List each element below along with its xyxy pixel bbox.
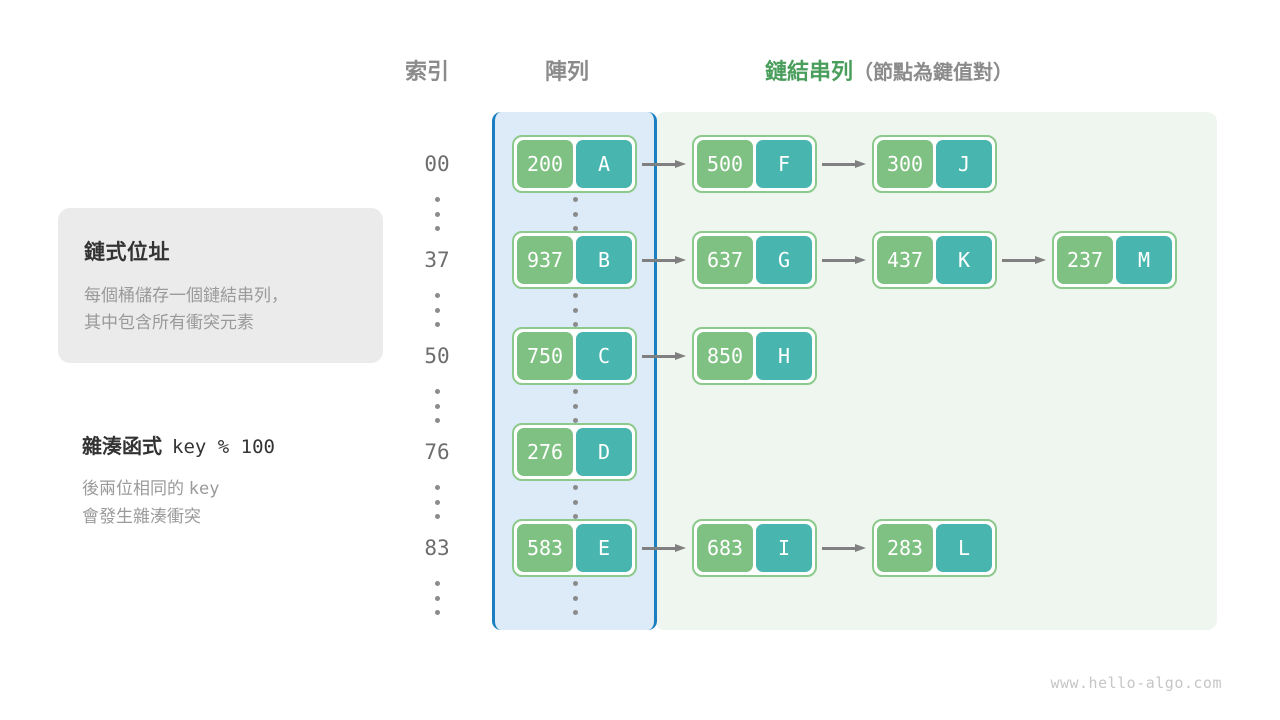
hash-function-block: 雜湊函式 key % 100 後兩位相同的 key 會發生雜湊衝突	[82, 430, 412, 531]
info-card-line-2: 其中包含所有衝突元素	[84, 313, 254, 333]
next-pointer-arrow	[642, 544, 686, 552]
hash-function-label: 雜湊函式	[82, 436, 162, 458]
node-value: F	[756, 140, 812, 188]
bucket-index-label: 37	[424, 248, 450, 272]
node-value: E	[576, 524, 632, 572]
bucket-index-label: 83	[424, 536, 450, 560]
node-value: L	[936, 524, 992, 572]
node-key: 200	[517, 140, 573, 188]
node-key: 283	[877, 524, 933, 572]
array-ellipsis-icon	[565, 389, 585, 423]
next-pointer-arrow	[822, 256, 866, 264]
node-key: 850	[697, 332, 753, 380]
node-value: I	[756, 524, 812, 572]
info-card: 鏈式位址 每個桶儲存一個鏈結串列， 其中包含所有衝突元素	[58, 208, 383, 363]
index-ellipsis-icon	[427, 485, 447, 519]
node-value: B	[576, 236, 632, 284]
next-pointer-arrow	[642, 352, 686, 360]
column-header-linked-list-main: 鏈結串列	[765, 59, 854, 84]
hash-function-note-line-2: 會發生雜湊衝突	[82, 507, 201, 527]
node-value: A	[576, 140, 632, 188]
node-value: G	[756, 236, 812, 284]
node-key: 683	[697, 524, 753, 572]
node-key: 437	[877, 236, 933, 284]
index-ellipsis-icon	[427, 581, 447, 615]
node-key: 583	[517, 524, 573, 572]
array-ellipsis-icon	[565, 485, 585, 519]
node-value: C	[576, 332, 632, 380]
next-pointer-arrow	[822, 544, 866, 552]
array-ellipsis-icon	[565, 197, 585, 231]
hash-function-note-line-1: 後兩位相同的 key	[82, 475, 412, 503]
column-header-linked-list-sub: （節點為鍵值對）	[853, 62, 1014, 84]
column-header-index: 索引	[405, 59, 450, 84]
bucket-index-label: 76	[424, 440, 450, 464]
hash-function-title: 雜湊函式 key % 100	[82, 430, 412, 459]
hash-note-prefix: 後兩位相同的	[82, 479, 189, 498]
bucket-index-label: 50	[424, 344, 450, 368]
array-ellipsis-icon	[565, 293, 585, 327]
info-card-body: 每個桶儲存一個鏈結串列， 其中包含所有衝突元素	[84, 282, 357, 336]
column-header-array: 陣列	[545, 59, 590, 84]
node-key: 300	[877, 140, 933, 188]
node-value: D	[576, 428, 632, 476]
next-pointer-arrow	[1002, 256, 1046, 264]
node-value: K	[936, 236, 992, 284]
array-ellipsis-icon	[565, 581, 585, 615]
node-value: H	[756, 332, 812, 380]
next-pointer-arrow	[642, 256, 686, 264]
index-ellipsis-icon	[427, 197, 447, 231]
next-pointer-arrow	[642, 160, 686, 168]
bucket-index-label: 00	[424, 152, 450, 176]
node-value: M	[1116, 236, 1172, 284]
hash-note-key-token: key	[188, 479, 220, 499]
info-card-line-1: 每個桶儲存一個鏈結串列，	[84, 286, 288, 305]
index-ellipsis-icon	[427, 389, 447, 423]
node-value: J	[936, 140, 992, 188]
footer-url: www.hello-algo.com	[1050, 674, 1222, 692]
info-card-title: 鏈式位址	[84, 241, 170, 264]
node-key: 750	[517, 332, 573, 380]
node-key: 237	[1057, 236, 1113, 284]
node-key: 500	[697, 140, 753, 188]
hash-function-note: 後兩位相同的 key 會發生雜湊衝突	[82, 475, 412, 531]
hash-function-expression: key % 100	[172, 436, 275, 458]
next-pointer-arrow	[822, 160, 866, 168]
node-key: 937	[517, 236, 573, 284]
node-key: 637	[697, 236, 753, 284]
index-ellipsis-icon	[427, 293, 447, 327]
node-key: 276	[517, 428, 573, 476]
column-header-linked-list: 鏈結串列（節點為鍵值對）	[765, 54, 1013, 86]
